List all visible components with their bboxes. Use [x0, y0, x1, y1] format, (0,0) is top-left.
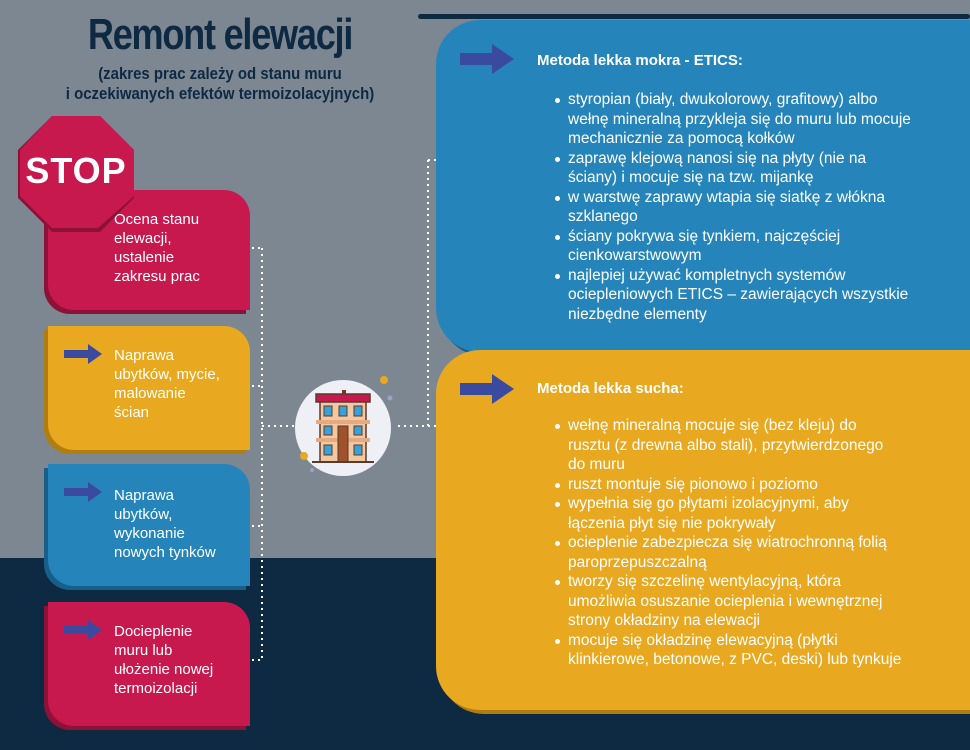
- step-card-bg: [48, 602, 250, 726]
- page-subtitle: (zakres prac zależy od stanu muru i ocze…: [35, 64, 405, 104]
- list-item: wełnę mineralną mocuje się (bez kleju) d…: [555, 416, 968, 475]
- arrow-right-icon: [460, 44, 514, 74]
- list-item: tworzy się szczelinę wentylacyjną, która…: [555, 572, 968, 631]
- arrow-right-icon: [64, 620, 102, 640]
- step-label: Naprawa ubytków, wykonanie nowych tynków: [114, 487, 216, 561]
- list-item: ocieplenie zabezpiecza się wiatrochronną…: [555, 533, 968, 572]
- list-item: wypełnia się go płytami izolacyjnymi, ab…: [555, 494, 968, 533]
- step-label: Docieplenie muru lub ułożenie nowej term…: [114, 623, 214, 697]
- subtitle-line-2: i oczekiwanych efektów termoizolacyjnych…: [65, 84, 375, 103]
- panel-title: Metoda lekka mokra - ETICS:: [537, 52, 743, 69]
- list-item: mocuje się okładzinę elewacyjną (płytki …: [555, 631, 968, 670]
- arrow-right-icon: [64, 482, 102, 502]
- list-item: najlepiej używać kompletnych systemów oc…: [555, 266, 968, 325]
- arrow-right-icon: [64, 344, 102, 364]
- step-card-repair-plaster: Naprawa ubytków, wykonanie nowych tynków: [44, 464, 250, 590]
- building-icon: [300, 376, 393, 472]
- arrow-right-icon: [460, 374, 514, 404]
- list-item: zaprawę klejową nanosi się na płyty (nie…: [555, 149, 968, 188]
- list-item: ruszt montuje się pionowo i poziomo: [555, 475, 968, 495]
- panel-wet-method: Metoda lekka mokra - ETICS: styropian (b…: [436, 20, 970, 356]
- dry-method-list: wełnę mineralną mocuje się (bez kleju) d…: [555, 416, 968, 670]
- step-card-bg: [48, 464, 250, 586]
- list-item: styropian (biały, dwukolorowy, grafitowy…: [555, 90, 968, 149]
- list-item: ściany pokrywa się tynkiem, najczęściej …: [555, 227, 968, 266]
- page-title: Remont elewacji: [87, 10, 354, 59]
- step-card-bg: [48, 326, 250, 450]
- subtitle-line-1: (zakres prac zależy od stanu muru: [98, 64, 342, 83]
- top-divider-line: [418, 14, 970, 19]
- step-card-repair-paint: Naprawa ubytków, mycie, malowanie ścian: [44, 326, 250, 454]
- dotted-connectors: [252, 159, 436, 661]
- stop-label: STOP: [25, 150, 127, 191]
- panel-bg: [436, 20, 970, 352]
- stop-sign-icon: [18, 116, 134, 232]
- panel-title: Metoda lekka sucha:: [537, 380, 684, 397]
- list-item: w warstwę zaprawy wtapia się siatkę z wł…: [555, 188, 968, 227]
- step-card-insulation: Docieplenie muru lub ułożenie nowej term…: [44, 602, 250, 730]
- step-label: Ocena stanu elewacji, ustalenie zakresu …: [114, 211, 200, 285]
- step-label: Naprawa ubytków, mycie, malowanie ścian: [114, 347, 220, 421]
- panel-dry-method: Metoda lekka sucha: wełnę mineralną mocu…: [436, 350, 970, 714]
- panel-bg: [436, 350, 970, 710]
- wet-method-list: styropian (biały, dwukolorowy, grafitowy…: [555, 90, 968, 325]
